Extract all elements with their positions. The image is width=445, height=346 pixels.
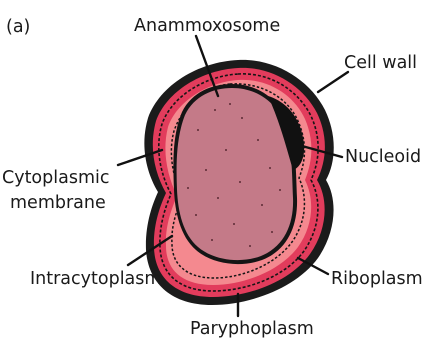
- label-intracytoplasm: Intracytoplasm: [30, 269, 161, 289]
- label-cytoplasmic-membrane-line2: membrane: [10, 193, 106, 213]
- label-paryphoplasm: Paryphoplasm: [190, 319, 314, 339]
- label-anammoxosome: Anammoxosome: [134, 16, 280, 36]
- leader-cell-wall: [318, 72, 348, 92]
- label-riboplasm: Riboplasm: [331, 269, 423, 289]
- label-cell-wall: Cell wall: [344, 53, 417, 73]
- label-cytoplasmic-membrane-line1: Cytoplasmic: [2, 168, 110, 188]
- label-nucleoid: Nucleoid: [345, 147, 421, 167]
- panel-label: (a): [6, 17, 30, 37]
